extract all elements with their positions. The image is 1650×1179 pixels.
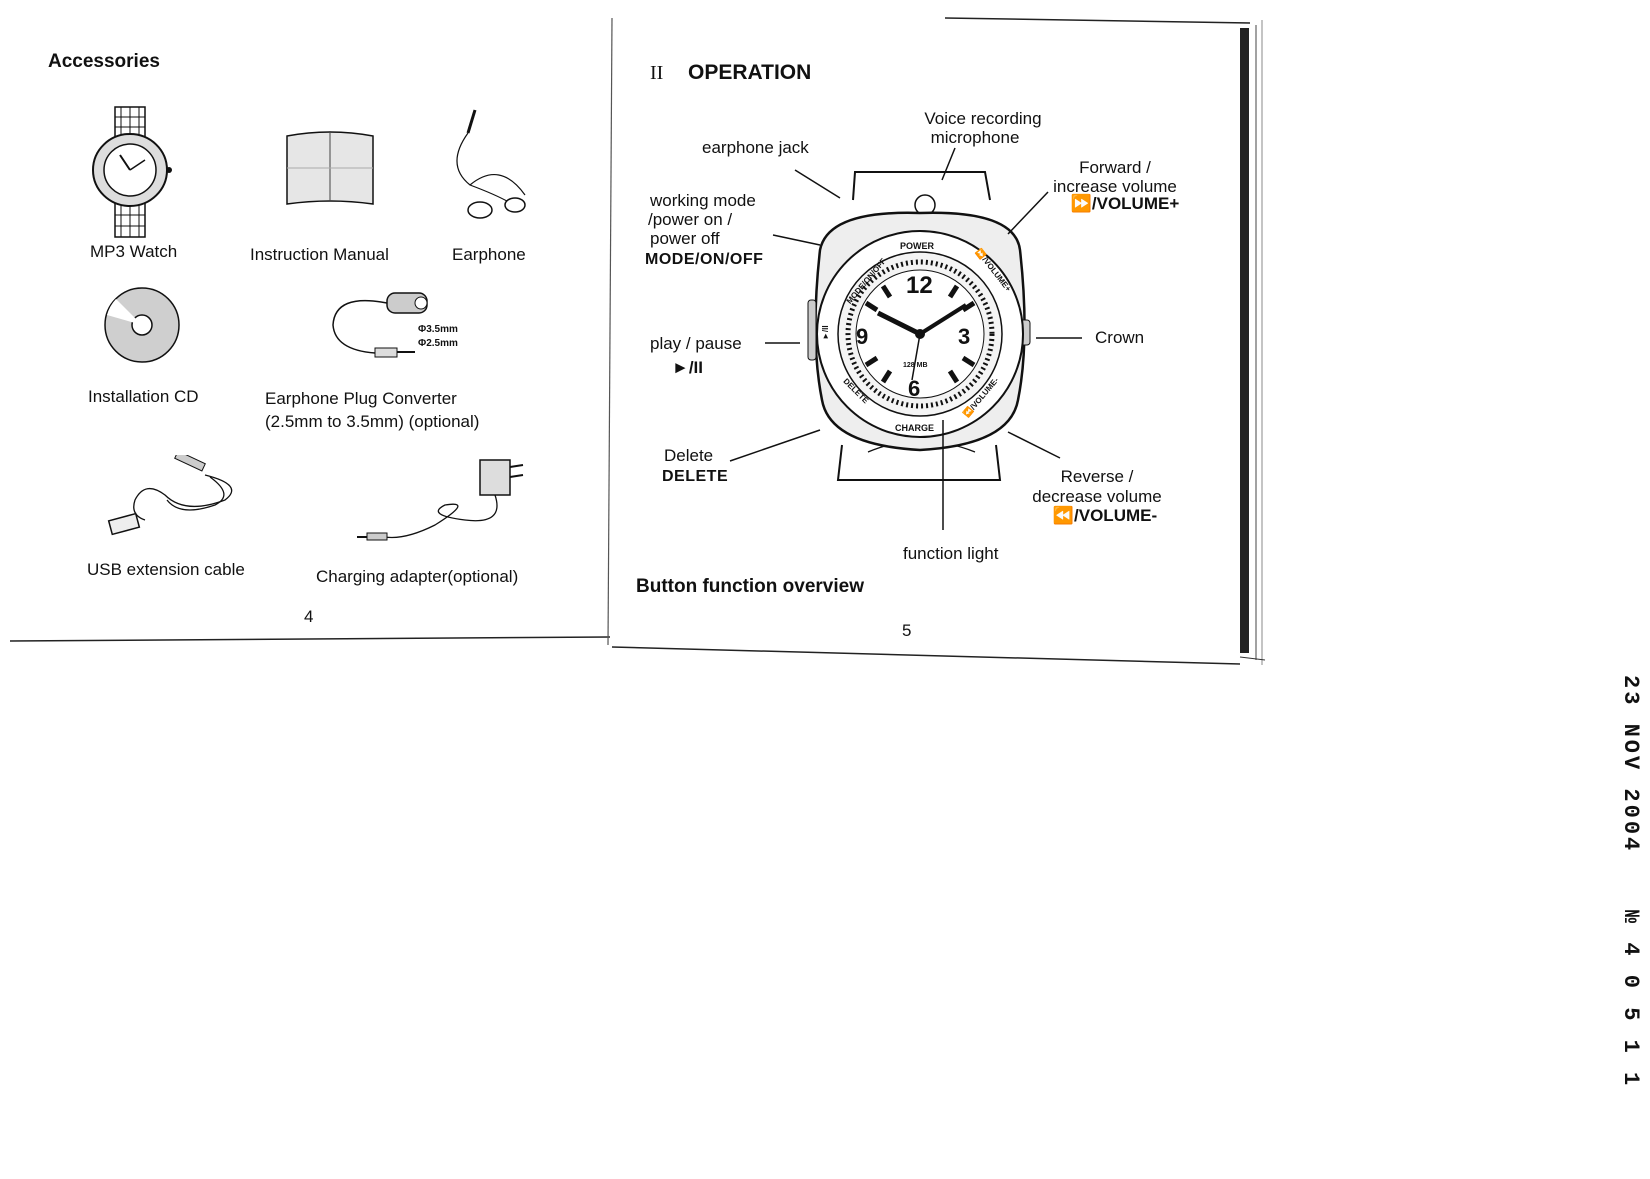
operation-heading: OPERATION	[688, 63, 811, 83]
item-usb-cable: USB extension cable	[87, 560, 245, 580]
section-numeral: II	[650, 63, 663, 83]
callout-delete: Delete	[664, 446, 713, 466]
usb-cable-illustration	[105, 455, 255, 545]
callout-crown: Crown	[1095, 328, 1144, 348]
callout-power-off: power off	[650, 229, 720, 249]
callout-reverse-button: ⏪/VOLUME-	[1040, 506, 1170, 526]
callout-delete-button: DELETE	[662, 467, 728, 487]
callout-mode-button: MODE/ON/OFF	[645, 250, 763, 270]
item-installation-cd: Installation CD	[88, 387, 199, 407]
callout-forward-button: ⏩/VOLUME+	[1060, 194, 1190, 214]
callout-function-light: function light	[903, 544, 998, 564]
callout-microphone: microphone	[910, 128, 1040, 148]
dial-memory: 128 MB	[903, 362, 928, 369]
callout-decrease-volume: decrease volume	[1032, 487, 1162, 507]
item-instruction-manual: Instruction Manual	[250, 245, 389, 265]
accessories-heading: Accessories	[48, 52, 160, 72]
dial-12: 12	[906, 272, 933, 299]
number-stamp: № 4 0 5 1 1	[1618, 910, 1643, 1088]
callout-working-mode: working mode	[650, 191, 756, 211]
item-earphone: Earphone	[452, 245, 526, 265]
dial-6: 6	[908, 376, 920, 401]
item-mp3-watch: MP3 Watch	[90, 242, 177, 262]
item-plug-converter-detail: (2.5mm to 3.5mm) (optional)	[265, 412, 479, 432]
callout-earphone-jack: earphone jack	[702, 138, 809, 158]
installation-cd-illustration	[102, 285, 182, 365]
charging-adapter-illustration	[355, 455, 530, 550]
item-plug-converter: Earphone Plug Converter	[265, 389, 457, 409]
item-charging-adapter: Charging adapter(optional)	[316, 567, 518, 587]
dial-power: POWER	[900, 241, 935, 251]
mp3-watch-illustration	[85, 105, 175, 240]
callout-forward: Forward /	[1050, 158, 1180, 178]
callout-play-pause-button: ►/II	[672, 358, 703, 378]
dial-charge: CHARGE	[895, 423, 934, 433]
callout-power-on: /power on /	[648, 210, 732, 230]
instruction-manual-illustration	[285, 128, 375, 208]
earphone-illustration	[440, 105, 535, 225]
callout-reverse: Reverse /	[1032, 467, 1162, 487]
date-stamp: 23 NOV 2004	[1618, 675, 1643, 853]
dim-2-5mm: Φ2.5mm	[418, 334, 458, 354]
button-function-caption: Button function overview	[636, 577, 864, 597]
dial-play: ►/II	[821, 325, 830, 340]
callout-voice-recording: Voice recording	[918, 109, 1048, 129]
page-number-left: 4	[304, 607, 313, 627]
dial-9: 9	[856, 324, 868, 349]
page-number-right: 5	[902, 621, 911, 641]
callout-play-pause: play / pause	[650, 334, 742, 354]
dial-3: 3	[958, 324, 970, 349]
